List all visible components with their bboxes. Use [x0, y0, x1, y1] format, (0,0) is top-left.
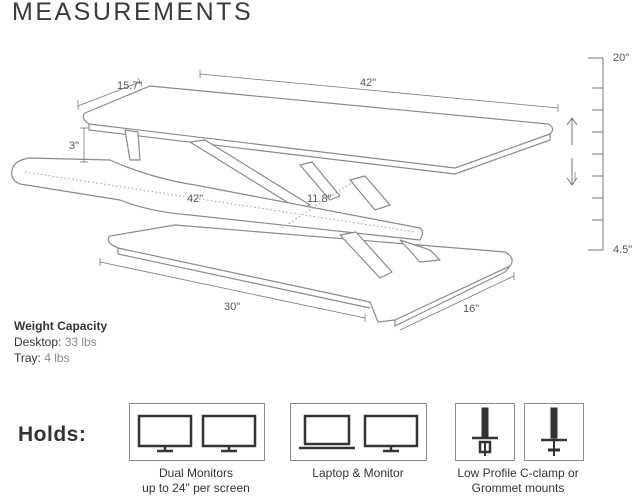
- keyboard-tray: [11, 157, 424, 241]
- dim-tray-depth: 11.8": [307, 193, 332, 205]
- dim-base-depth: 16": [463, 303, 480, 315]
- dim-height-min: 4.5": [613, 244, 633, 256]
- base-frame: [107, 224, 513, 323]
- holds-option-laptop-monitor-caption: Laptop & Monitor: [312, 466, 404, 480]
- weight-capacity-heading: Weight Capacity: [14, 319, 108, 333]
- monitor-icon: [201, 414, 257, 453]
- dim-top-depth: 15.7": [117, 80, 143, 92]
- tray-capacity-value: 4 lbs: [44, 351, 70, 365]
- weight-capacity: Weight Capacity Desktop: 33 lbs Tray: 4 …: [14, 318, 107, 366]
- scissor-lift: [124, 129, 141, 161]
- holds-option-clamp-caption: Low Profile C-clamp or Grommet mounts: [457, 466, 579, 495]
- dim-height-max: 20": [613, 52, 630, 64]
- desktop-capacity: Desktop: 33 lbs: [14, 334, 107, 350]
- monitor-icon: [137, 414, 193, 453]
- grommet-mount-icon: [541, 407, 567, 456]
- holds-option-dual-monitors: [129, 403, 265, 461]
- dim-top-width: 42": [360, 77, 377, 89]
- desktop-capacity-value: 33 lbs: [64, 335, 97, 349]
- tray-capacity-label: Tray:: [14, 351, 41, 365]
- holds-option-grommet: [524, 403, 584, 461]
- holds-option-dual-monitors-caption: Dual Monitors up to 24" per screen: [142, 466, 250, 495]
- dim-tray-width: 42": [187, 193, 204, 205]
- page-title: MEASUREMENTS: [12, 0, 254, 26]
- c-clamp-icon: [472, 407, 498, 456]
- desktop-surface: [82, 85, 554, 169]
- desk-illustration: [11, 57, 604, 330]
- dim-lift-min: 3": [69, 140, 80, 152]
- holds-option-clamp: [455, 403, 515, 461]
- desktop-capacity-label: Desktop:: [14, 335, 62, 349]
- holds-label: Holds:: [18, 423, 87, 446]
- laptop-icon: [299, 414, 355, 450]
- height-arrow: [566, 117, 578, 186]
- dim-base-width: 30": [224, 301, 241, 313]
- tray-capacity: Tray: 4 lbs: [14, 350, 107, 366]
- monitor-icon: [363, 414, 419, 453]
- holds-option-laptop-monitor: [290, 403, 427, 461]
